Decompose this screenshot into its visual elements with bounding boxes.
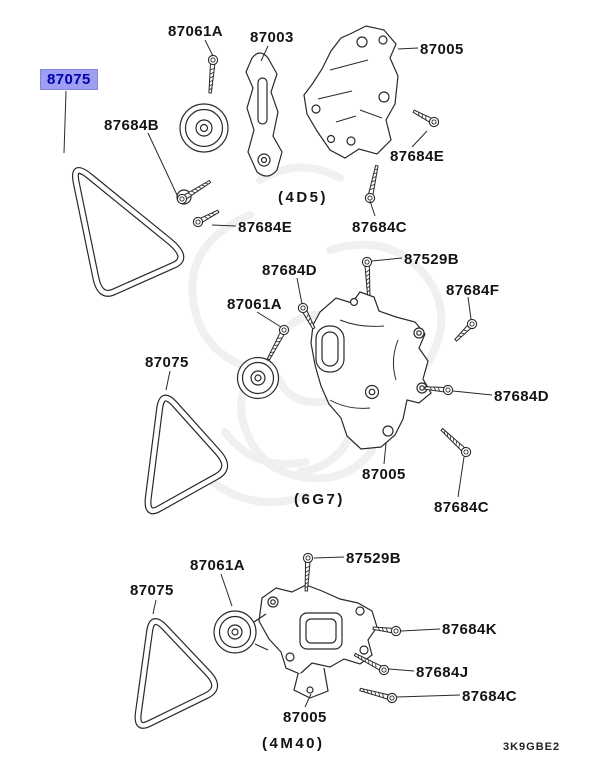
part-label-87684k[interactable]: 87684K xyxy=(442,621,497,638)
bracket-87005-4m40-drawing xyxy=(258,584,378,699)
bolt-drawing-87684c-4d5 xyxy=(363,164,382,205)
leader-lines xyxy=(63,39,493,708)
bolt-drawing-87529b-6g7 xyxy=(361,256,374,296)
part-label-87684c-6g7[interactable]: 87684C xyxy=(434,499,489,516)
tensioner-bracket-87003-drawing xyxy=(245,52,283,177)
part-label-87684b[interactable]: 87684B xyxy=(104,117,159,134)
part-label-87061a-6g7[interactable]: 87061A xyxy=(227,296,282,313)
bolt-drawing-87684c-4m40 xyxy=(358,684,399,705)
bracket-87005-4d5-drawing xyxy=(303,25,399,159)
part-label-87075-6g7[interactable]: 87075 xyxy=(145,354,189,371)
belt-drawing-6g7 xyxy=(144,394,229,515)
part-label-87005-4d5[interactable]: 87005 xyxy=(420,41,464,58)
bolt-drawing-87684f xyxy=(451,316,480,345)
tensioner-pulley-drawing-4d5 xyxy=(179,103,229,153)
tensioner-pulley-drawing-4m40 xyxy=(213,610,269,654)
part-label-87684c-4m40[interactable]: 87684C xyxy=(462,688,517,705)
part-label-87005-4m40[interactable]: 87005 xyxy=(283,709,327,726)
part-label-87005-6g7[interactable]: 87005 xyxy=(362,466,406,483)
bolt-drawing-87684c-6g7 xyxy=(438,425,474,460)
belt-drawing-4m40 xyxy=(134,618,219,729)
engine-group-caption-4d5: (4D5) xyxy=(278,189,329,206)
bolt-drawing-87529b-4m40 xyxy=(301,552,314,592)
drawing-code: 3K9GBE2 xyxy=(503,741,561,753)
assembly-4d5 xyxy=(71,25,441,297)
belt-drawing-4d5 xyxy=(71,167,185,297)
part-label-87684j[interactable]: 87684J xyxy=(416,664,469,681)
engine-group-caption-6g7: (6G7) xyxy=(294,491,345,508)
part-label-87684e-right[interactable]: 87684E xyxy=(390,148,445,165)
bracket-87005-6g7-drawing xyxy=(310,291,432,450)
bolt-drawing-87061a-6g7 xyxy=(263,323,291,362)
bolt-drawing-87061a-4d5 xyxy=(204,54,219,94)
part-label-87529b-4m40[interactable]: 87529B xyxy=(346,550,401,567)
assembly-4m40 xyxy=(134,552,402,729)
part-label-87003[interactable]: 87003 xyxy=(250,29,294,46)
part-label-87684f[interactable]: 87684F xyxy=(446,282,500,299)
part-label-87684c-4d5[interactable]: 87684C xyxy=(352,219,407,236)
bolt-drawing-87684e-right xyxy=(410,106,441,129)
tensioner-pulley-drawing-6g7 xyxy=(236,356,280,400)
part-label-87061a-4d5[interactable]: 87061A xyxy=(168,23,223,40)
part-label-87529b-6g7[interactable]: 87529B xyxy=(404,251,459,268)
engine-group-caption-4m40: (4M40) xyxy=(262,735,325,752)
part-label-87075-selected[interactable]: 87075 xyxy=(40,69,98,90)
part-label-87684d-right[interactable]: 87684D xyxy=(494,388,549,405)
assembly-6g7 xyxy=(144,256,480,515)
part-label-87075-4m40[interactable]: 87075 xyxy=(130,582,174,599)
part-label-87684d-top[interactable]: 87684D xyxy=(262,262,317,279)
part-label-87061a-4m40[interactable]: 87061A xyxy=(190,557,245,574)
part-label-87684e-left[interactable]: 87684E xyxy=(238,219,293,236)
